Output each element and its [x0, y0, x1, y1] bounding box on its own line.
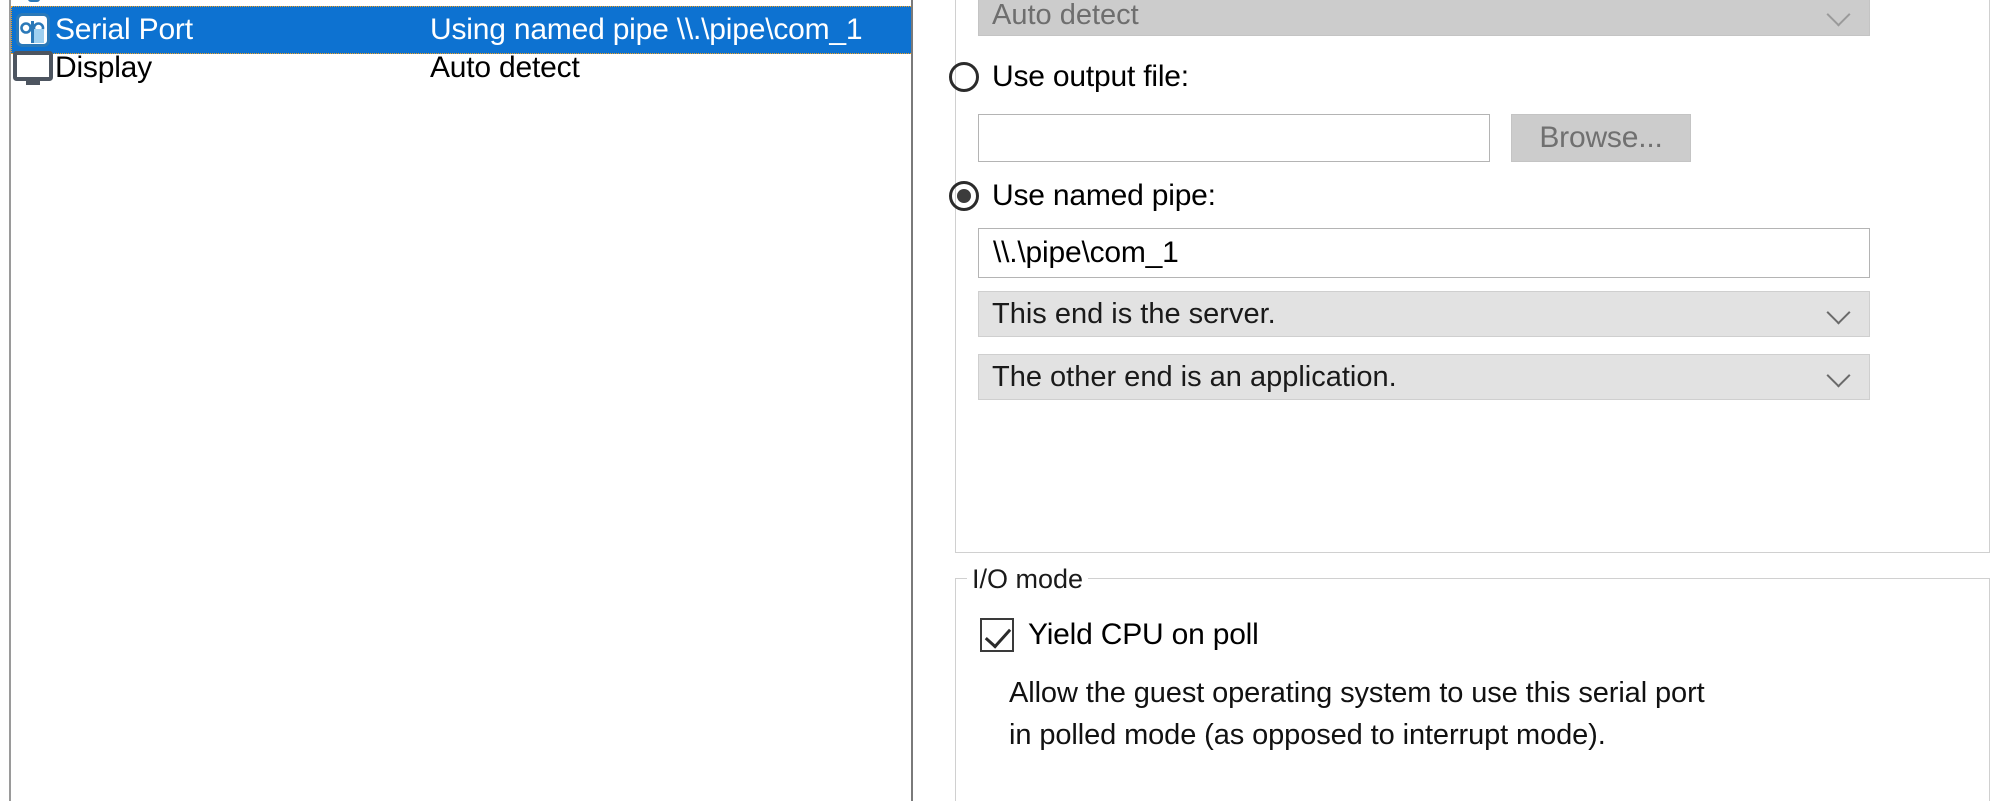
- device-row-label: Display: [55, 51, 152, 84]
- device-row-serial-port[interactable]: Serial Port Using named pipe \\.\pipe\co…: [11, 6, 911, 54]
- connection-groupbox: [955, 0, 1990, 553]
- device-row-status: Auto detect: [430, 51, 580, 84]
- use-named-pipe-radio[interactable]: Use named pipe:: [949, 181, 1216, 211]
- browse-button-label: Browse...: [1539, 121, 1663, 154]
- radio-indicator-selected: [949, 181, 979, 211]
- serial-port-icon: [11, 12, 55, 48]
- use-named-pipe-label: Use named pipe:: [992, 179, 1216, 212]
- named-pipe-path-input[interactable]: \\.\pipe\com_1: [978, 228, 1870, 278]
- near-end-role-combo[interactable]: This end is the server.: [978, 291, 1870, 337]
- io-mode-groupbox: I/O mode: [955, 564, 1990, 801]
- serial-device-combo-value: Auto detect: [992, 0, 1139, 31]
- near-end-role-value: This end is the server.: [992, 297, 1276, 330]
- far-end-type-value: The other end is an application.: [992, 360, 1397, 393]
- list-left-rail: [9, 0, 11, 801]
- checkbox-indicator-checked: [980, 618, 1014, 652]
- device-row-status: Using named pipe \\.\pipe\com_1: [430, 13, 863, 46]
- partial-device-row-above: [20, 0, 64, 12]
- yield-cpu-on-poll-checkbox[interactable]: Yield CPU on poll: [980, 618, 1259, 652]
- device-row-label: Serial Port: [55, 13, 193, 46]
- serial-device-combo[interactable]: Auto detect: [978, 0, 1870, 36]
- chevron-down-icon: [1827, 300, 1855, 328]
- radio-indicator: [949, 62, 979, 92]
- chevron-down-icon: [1827, 2, 1855, 30]
- io-mode-legend: I/O mode: [967, 564, 1089, 594]
- yield-cpu-on-poll-label: Yield CPU on poll: [1028, 618, 1259, 651]
- use-output-file-label: Use output file:: [992, 60, 1189, 93]
- settings-panel: Auto detect Use output file: Browse... U…: [915, 0, 2001, 801]
- named-pipe-path-value: \\.\pipe\com_1: [993, 236, 1179, 269]
- chevron-down-icon: [1827, 363, 1855, 391]
- far-end-type-combo[interactable]: The other end is an application.: [978, 354, 1870, 400]
- device-icon-clipped: [28, 0, 40, 2]
- browse-button[interactable]: Browse...: [1511, 114, 1691, 162]
- io-mode-description: Allow the guest operating system to use …: [1009, 677, 1705, 751]
- display-monitor-icon: [11, 50, 55, 86]
- device-list-panel[interactable]: Serial Port Using named pipe \\.\pipe\co…: [0, 0, 913, 801]
- use-output-file-radio[interactable]: Use output file:: [949, 62, 1189, 92]
- device-row-display[interactable]: Display Auto detect: [11, 44, 911, 92]
- output-file-path-input[interactable]: [978, 114, 1490, 162]
